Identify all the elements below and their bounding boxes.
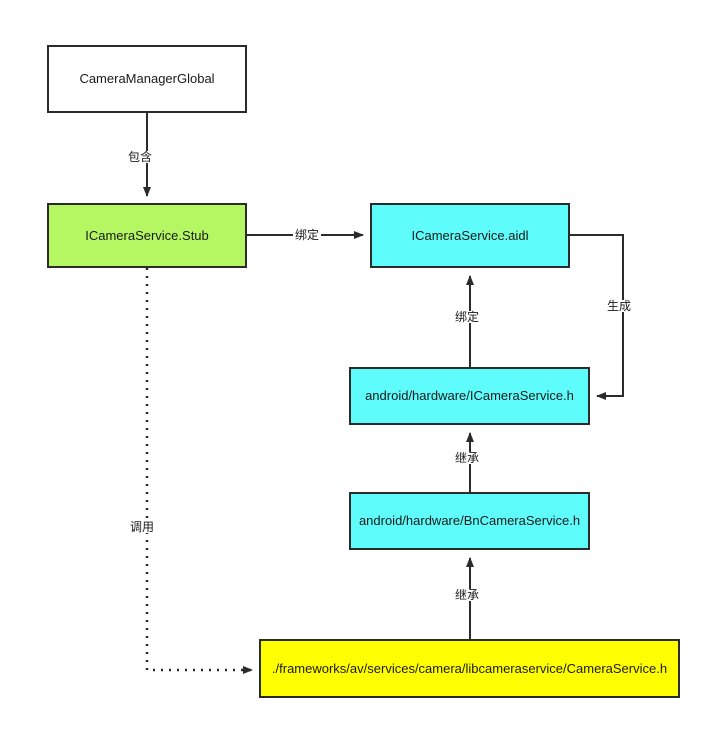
edge-label-inherit-cs-bn: 继承	[453, 588, 482, 602]
node-camera-manager-global[interactable]: CameraManagerGlobal	[47, 45, 247, 113]
edge-label-inherit-bn-h: 继承	[453, 451, 482, 465]
node-bncameraservice-h[interactable]: android/hardware/BnCameraService.h	[349, 492, 590, 550]
node-bncameraservice-h-label: android/hardware/BnCameraService.h	[358, 513, 581, 529]
edge-label-call: 调用	[128, 520, 157, 534]
node-cameraservice-h[interactable]: ./frameworks/av/services/camera/libcamer…	[259, 639, 680, 698]
node-icameraservice-aidl[interactable]: ICameraService.aidl	[370, 203, 570, 268]
node-icameraservice-stub-label: ICameraService.Stub	[85, 227, 209, 243]
node-icameraservice-aidl-label: ICameraService.aidl	[411, 227, 529, 243]
edge-label-bind-stub-aidl: 绑定	[293, 228, 322, 242]
node-cameraservice-h-label: ./frameworks/av/services/camera/libcamer…	[271, 660, 668, 676]
node-icameraservice-h[interactable]: android/hardware/ICameraService.h	[349, 367, 590, 425]
edge-label-generate: 生成	[605, 299, 634, 313]
node-icameraservice-h-label: android/hardware/ICameraService.h	[365, 388, 574, 404]
node-icameraservice-stub[interactable]: ICameraService.Stub	[47, 203, 247, 268]
node-camera-manager-global-label: CameraManagerGlobal	[79, 71, 215, 87]
edge-label-bind-h-aidl: 绑定	[453, 310, 482, 324]
edge-label-contains: 包含	[126, 150, 155, 164]
edge-call-path	[145, 268, 253, 674]
